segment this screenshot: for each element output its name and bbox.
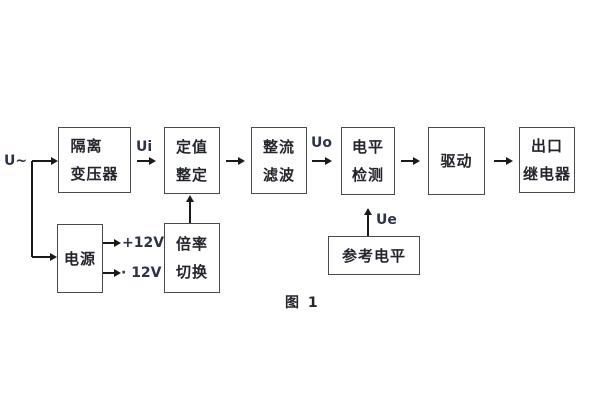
label-ui: Ui: [136, 139, 153, 155]
box-label-line: 继电器: [522, 165, 571, 183]
label-plus-12v: +12V: [122, 235, 165, 251]
box-text: 定值 整定: [176, 133, 208, 189]
label-input-voltage: U~: [4, 153, 28, 169]
box-setting-adjust: 定值 整定: [164, 127, 220, 194]
box-text: 整流 滤波: [263, 133, 295, 189]
box-reference-level: 参考电平: [328, 236, 420, 275]
box-drive: 驱动: [428, 127, 485, 195]
box-ratio-switch: 倍率 切换: [164, 223, 220, 293]
box-label-line: 滤波: [262, 165, 295, 184]
arrow-ue: [364, 208, 372, 236]
arrow-drive-to-relay: [494, 157, 513, 165]
box-label-line: 倍率: [175, 235, 208, 253]
box-label-line: 驱动: [440, 152, 473, 170]
box-text: 参考电平: [342, 242, 406, 270]
box-output-relay: 出口 继电器: [519, 127, 575, 193]
box-text: 出口 继电器: [523, 132, 571, 188]
arrow-minus-12v: [103, 269, 121, 277]
box-label-line: 出口: [530, 137, 563, 155]
box-label-line: 定值: [175, 137, 208, 156]
box-text: 驱动: [440, 147, 472, 175]
box-label-line: 整定: [175, 165, 208, 184]
arrow-setting-to-rectifier: [226, 157, 245, 165]
box-level-detection: 电平 检测: [341, 127, 395, 195]
box-rectifier-filter: 整流 滤波: [251, 127, 307, 194]
box-label-line: 检测: [351, 166, 384, 184]
box-text: 倍率 切换: [176, 230, 208, 286]
box-label-line: 整流: [262, 137, 295, 156]
label-ue: Ue: [376, 212, 397, 228]
arrow-level-to-drive: [401, 157, 420, 165]
box-isolation-transformer: 隔离 变压器: [58, 127, 131, 193]
arrow-ui: [137, 157, 156, 165]
box-text: 电平 检测: [352, 133, 384, 189]
arrow-input-to-transformer: [32, 157, 58, 165]
figure-caption: 图 1: [285, 295, 320, 311]
box-text: 电源: [64, 245, 96, 273]
box-text: 隔离 变压器: [70, 132, 118, 188]
box-label-line: 电平: [351, 138, 384, 156]
box-label-line: 电源: [63, 249, 96, 268]
line-input-branch: [31, 161, 33, 257]
box-label-line: 切换: [175, 263, 208, 281]
box-label-line: 参考电平: [341, 246, 406, 265]
label-uo: Uo: [311, 135, 332, 151]
arrow-plus-12v: [103, 239, 121, 247]
box-label-line: 隔离: [70, 137, 103, 155]
box-label-line: 变压器: [70, 165, 119, 183]
arrow-uo: [312, 157, 332, 165]
arrow-ratio-to-setting: [186, 195, 194, 223]
label-minus-12v: · 12V: [121, 265, 162, 281]
arrow-branch-to-power: [32, 253, 57, 261]
box-power-supply: 电源: [57, 224, 103, 293]
